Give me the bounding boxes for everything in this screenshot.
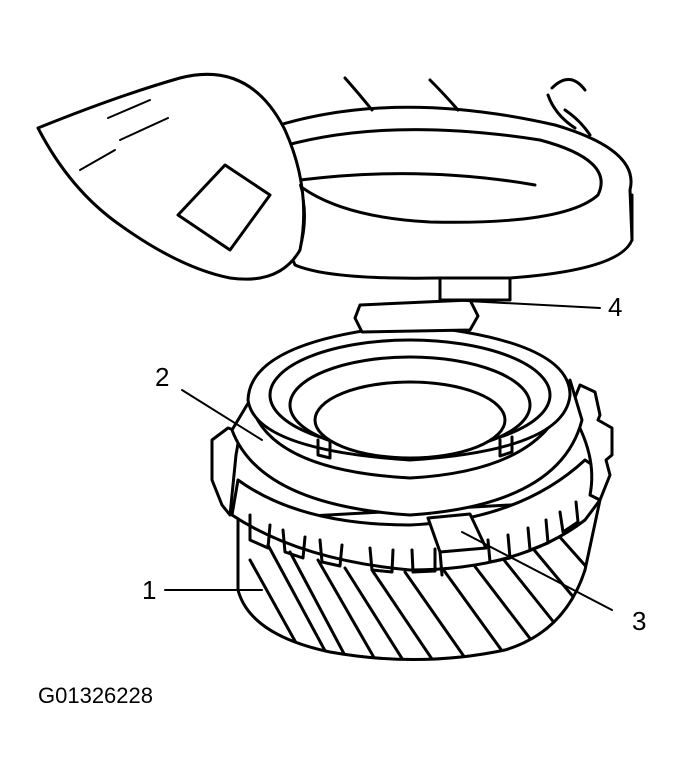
- cone-ring: [248, 105, 634, 302]
- leader-line-3: [461, 531, 613, 611]
- helical-teeth-lines: [248, 533, 600, 660]
- figure-code: G01326228: [38, 683, 153, 708]
- callout-2: 2: [155, 362, 169, 392]
- callout-3: 3: [632, 606, 646, 636]
- callout-4: 4: [608, 292, 622, 322]
- synchronizer-ring: [230, 298, 584, 517]
- hand-fingers: [36, 72, 592, 281]
- leader-line-2: [181, 389, 263, 441]
- callout-1: 1: [142, 575, 156, 605]
- leader-lines: [164, 299, 613, 611]
- leader-line-4: [447, 299, 601, 309]
